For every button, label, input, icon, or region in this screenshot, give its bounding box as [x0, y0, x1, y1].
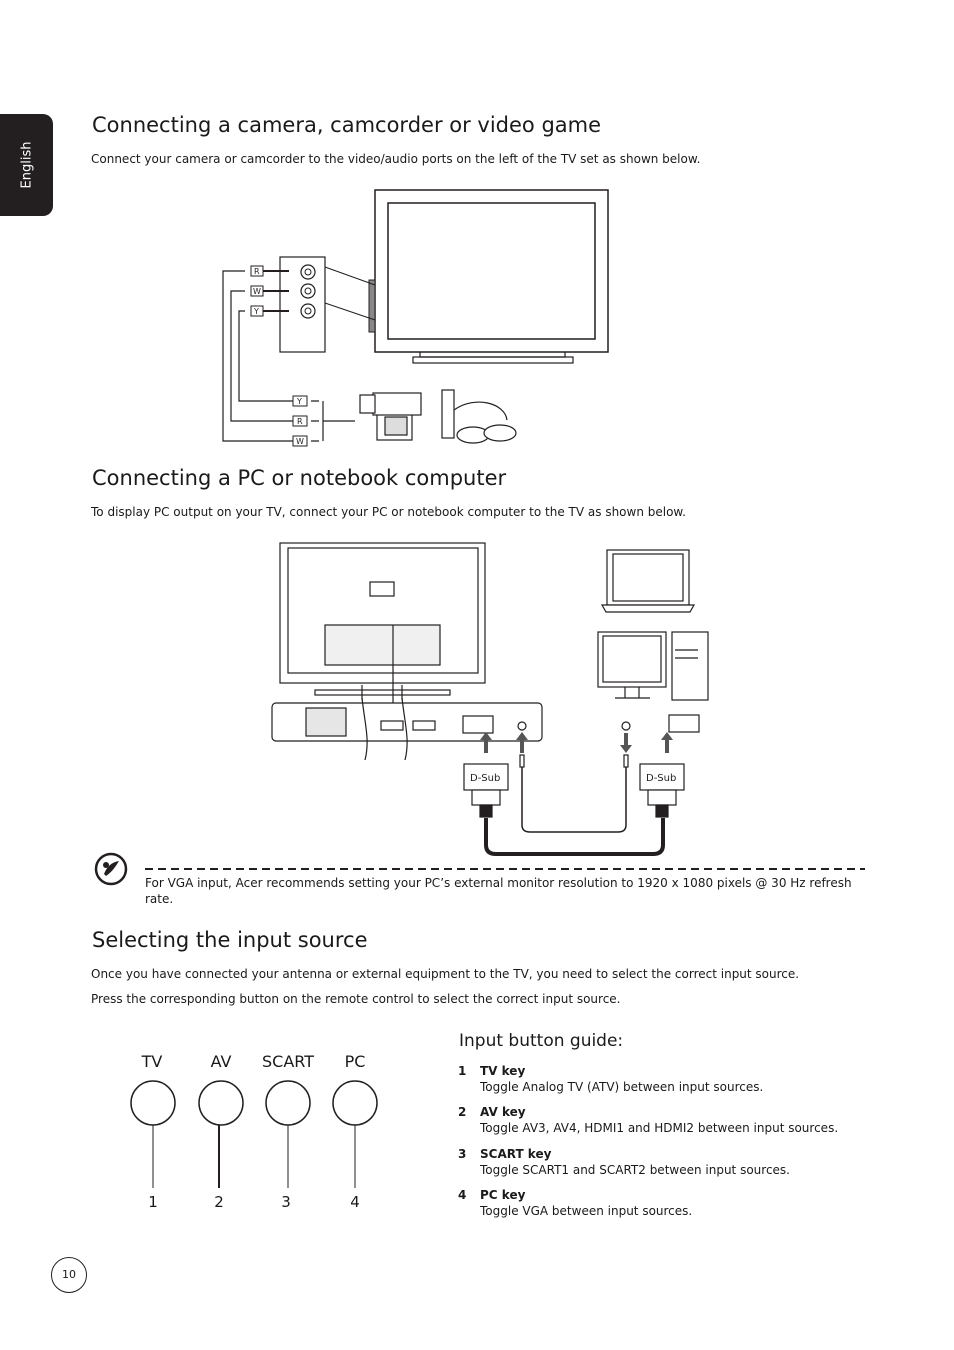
- note-divider: [145, 868, 865, 870]
- remote-number-1: 1: [148, 1193, 158, 1211]
- cable-tag-labels: R W Y Y R W: [250, 265, 308, 447]
- plug-tag-y: Y: [296, 397, 302, 406]
- desktop-pc-illustration: [597, 631, 709, 701]
- dsub-right-label: D-Sub: [646, 773, 676, 784]
- input-section-body-2: Press the corresponding button on the re…: [91, 992, 621, 1006]
- input-section-title: Selecting the input source: [92, 928, 368, 952]
- guide-item-key: AV key: [480, 1105, 526, 1119]
- guide-item-desc: Toggle Analog TV (ATV) between input sou…: [480, 1080, 764, 1094]
- remote-label-pc: PC: [344, 1052, 366, 1071]
- input-guide-title: Input button guide:: [459, 1031, 624, 1051]
- input-section-body-1: Once you have connected your antenna or …: [91, 967, 800, 981]
- connection-cables: [484, 765, 665, 856]
- plug-tag-w: W: [296, 437, 304, 446]
- tv-connector-panel: [271, 702, 543, 742]
- remote-button-scart: [265, 1080, 311, 1126]
- remote-number-3: 3: [281, 1193, 291, 1211]
- guide-item-number: 4: [458, 1188, 467, 1202]
- guide-item-desc: Toggle AV3, AV4, HDMI1 and HDMI2 between…: [480, 1121, 839, 1135]
- game-console-illustration: [441, 389, 517, 444]
- remote-label-tv: TV: [141, 1052, 163, 1071]
- page-number: 10: [51, 1257, 87, 1293]
- cable-tag-y: Y: [253, 307, 259, 316]
- dsub-left-label: D-Sub: [470, 773, 500, 784]
- camera-section-title: Connecting a camera, camcorder or video …: [92, 113, 602, 137]
- guide-item-desc: Toggle SCART1 and SCART2 between input s…: [480, 1163, 790, 1177]
- notebook-illustration: [600, 549, 696, 613]
- camera-connection-diagram: R W Y Y R W: [222, 189, 609, 447]
- guide-item-key: SCART key: [480, 1147, 552, 1161]
- pc-section-body: To display PC output on your TV, connect…: [91, 505, 686, 519]
- acer-note-icon: [94, 852, 128, 886]
- language-tab-label: English: [19, 141, 34, 189]
- remote-label-scart: SCART: [262, 1052, 314, 1071]
- guide-item-key: PC key: [480, 1188, 526, 1202]
- remote-label-av: AV: [210, 1052, 232, 1071]
- remote-button-tv: [130, 1080, 176, 1126]
- connection-arrows: [480, 732, 673, 753]
- dsub-plugs: [463, 754, 685, 818]
- vga-note-text: For VGA input, Acer recommends setting y…: [145, 876, 852, 906]
- remote-button-av: [198, 1080, 244, 1126]
- remote-buttons-diagram: [130, 1080, 378, 1188]
- remote-number-4: 4: [350, 1193, 360, 1211]
- camcorder-illustration: [359, 392, 422, 441]
- pc-connection-diagram: D-Sub D-Sub: [271, 542, 709, 856]
- av-side-panel: [279, 256, 326, 353]
- camera-section-body: Connect your camera or camcorder to the …: [91, 152, 701, 166]
- tv-front-illustration: [324, 189, 609, 364]
- tv-rear-illustration: [279, 542, 486, 700]
- guide-item-desc: Toggle VGA between input sources.: [480, 1204, 693, 1218]
- language-tab: English: [0, 114, 53, 216]
- cable-tag-w: W: [253, 287, 261, 296]
- guide-item-number: 1: [458, 1064, 467, 1078]
- guide-item-key: TV key: [480, 1064, 526, 1078]
- guide-item-number: 3: [458, 1147, 467, 1161]
- av-cables: [222, 270, 355, 442]
- remote-button-pc: [332, 1080, 378, 1126]
- plug-tag-r: R: [297, 417, 303, 426]
- pc-section-title: Connecting a PC or notebook computer: [92, 466, 507, 490]
- remote-number-2: 2: [214, 1193, 224, 1211]
- guide-item-number: 2: [458, 1105, 467, 1119]
- cable-tag-r: R: [254, 267, 260, 276]
